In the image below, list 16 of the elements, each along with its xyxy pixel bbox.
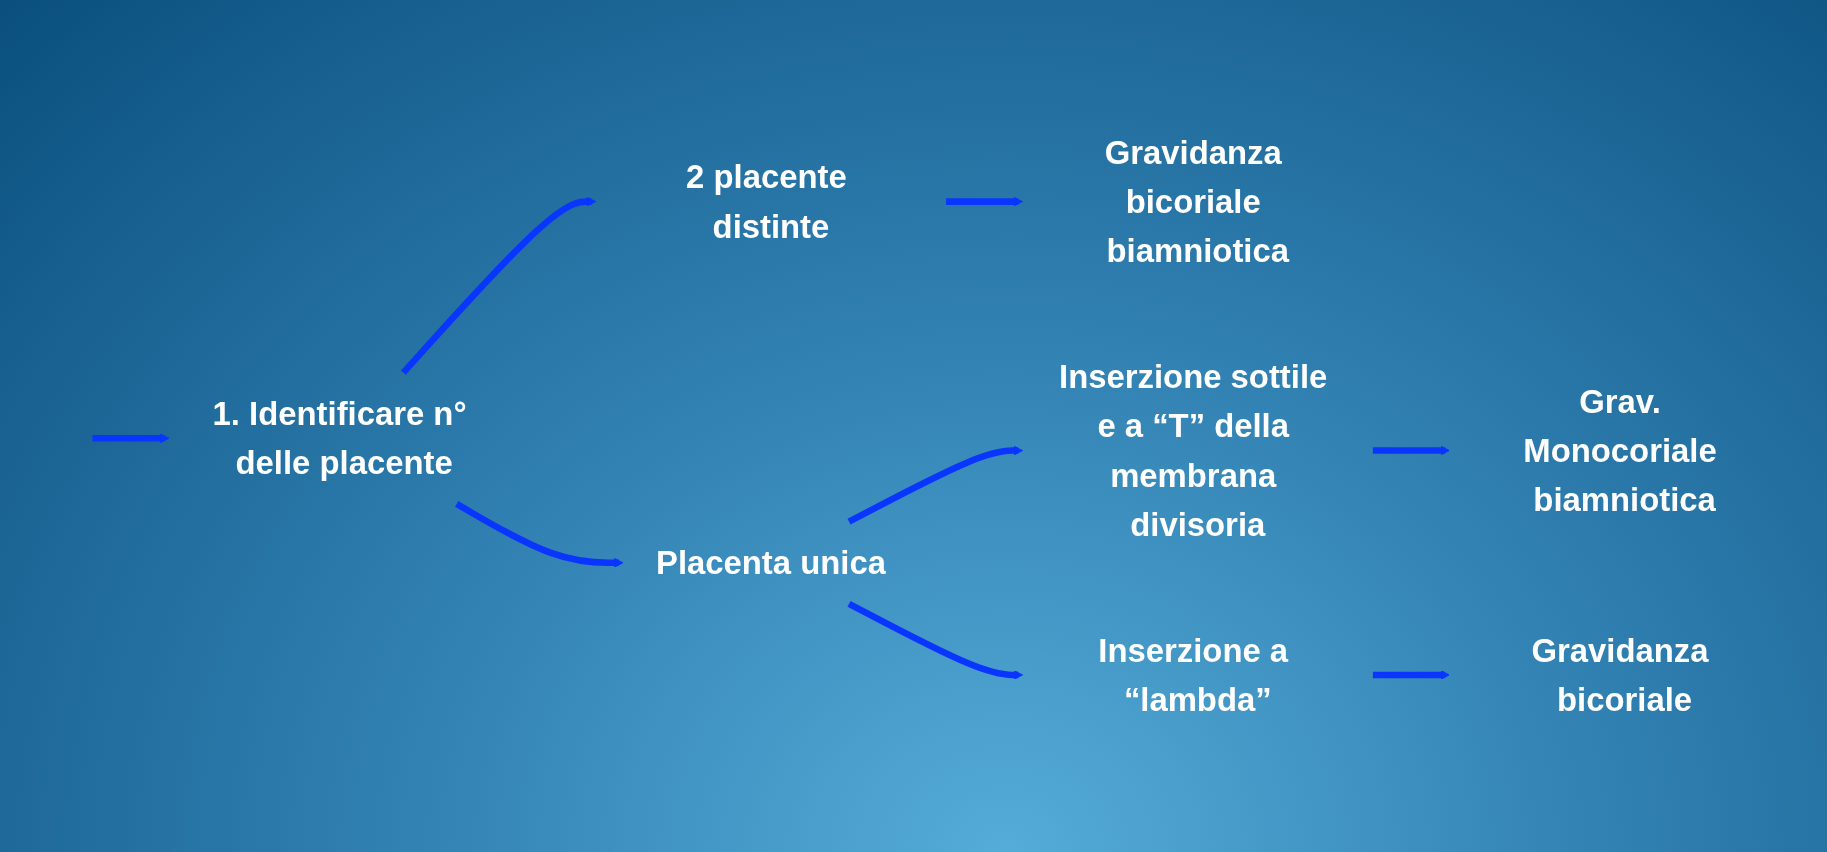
node-text: Placenta unica [656, 544, 887, 581]
node-text: Grav. Monocoriale biamniotica [1523, 383, 1717, 518]
node-text: Inserzione a “lambda” [1098, 632, 1289, 718]
node-text: Gravidanza bicoriale biamniotica [1104, 134, 1290, 269]
arrow [847, 600, 1024, 680]
node-text: Inserzione sottile e a “T” della membrana divisoria [1059, 358, 1328, 543]
arrow [455, 501, 624, 568]
arrow [1373, 670, 1451, 680]
arrow [401, 196, 597, 375]
arrow [1373, 445, 1451, 456]
node-text: 2 placente distinte [686, 158, 847, 245]
node-text: Gravidanza bicoriale [1531, 632, 1709, 718]
arrow [946, 196, 1024, 207]
arrow [92, 433, 170, 444]
node-text: 1. Identificare n° delle placente [212, 395, 467, 481]
arrow [847, 445, 1024, 525]
